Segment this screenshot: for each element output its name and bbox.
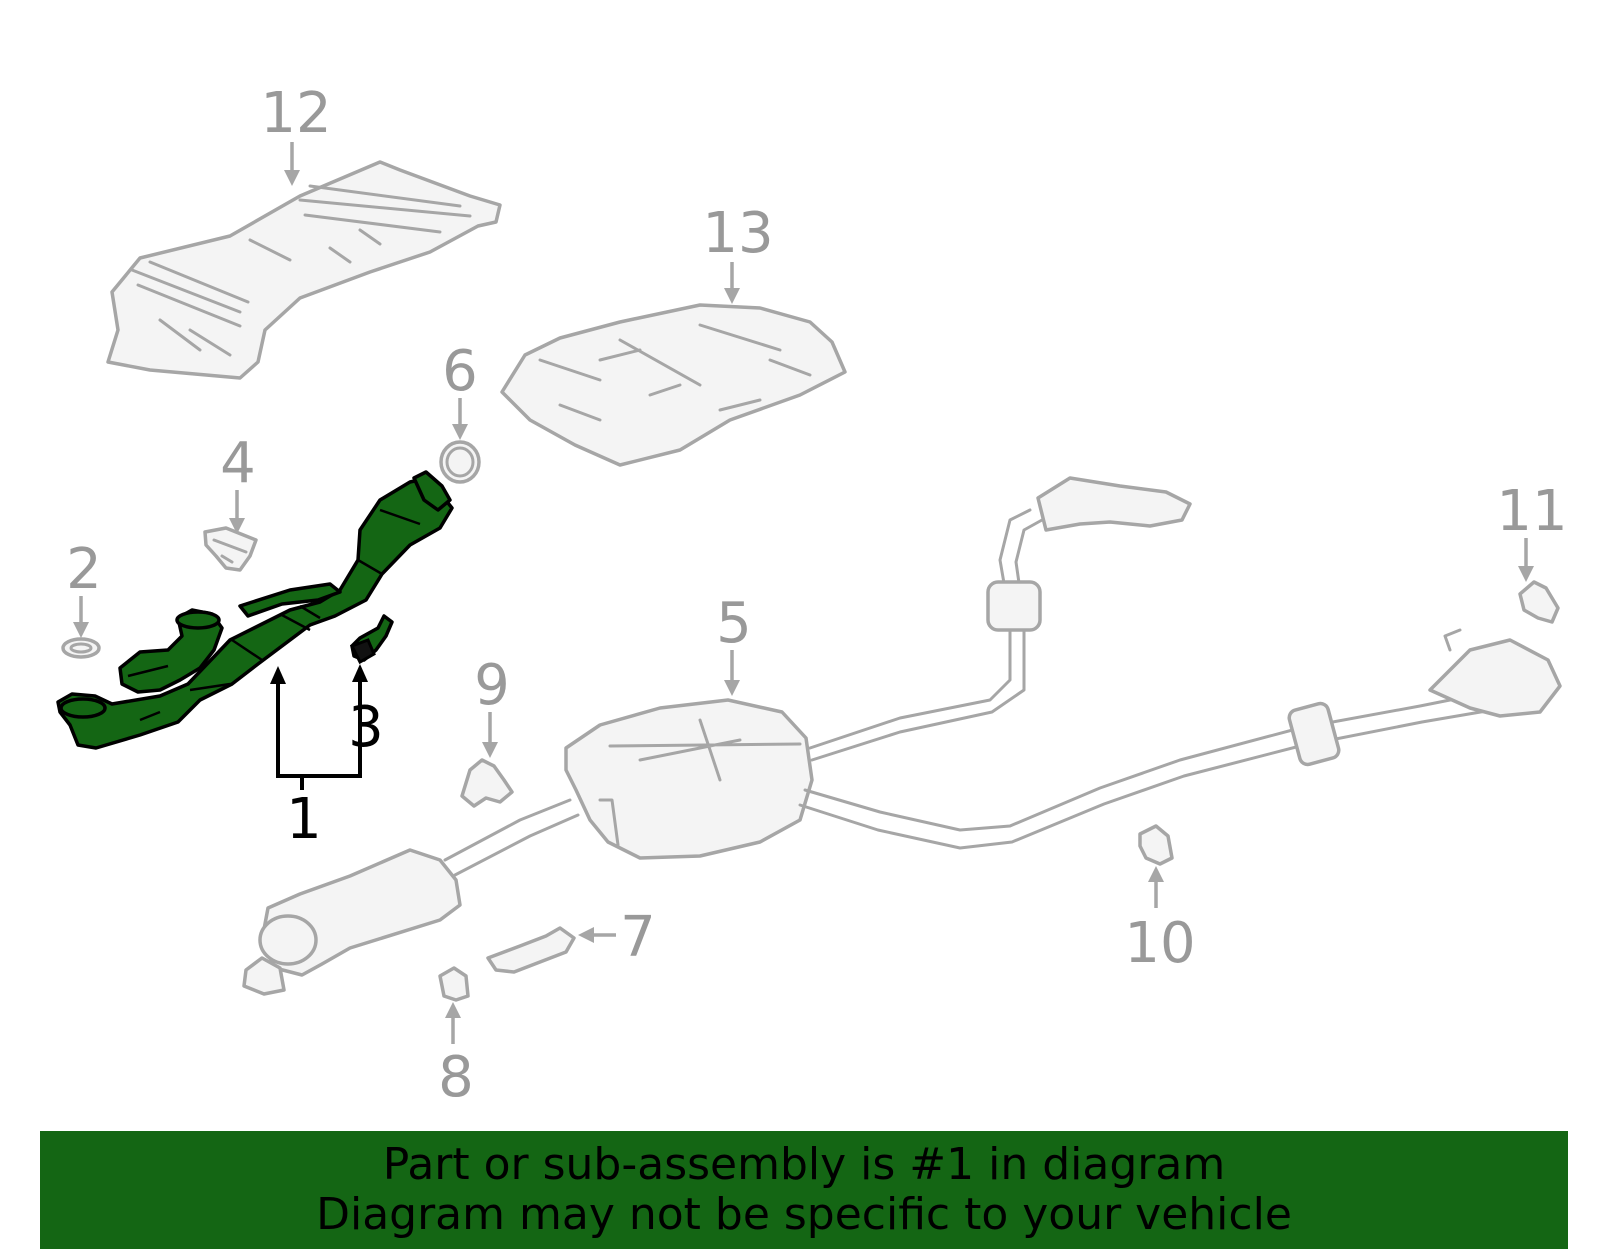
part-4-clip — [203, 526, 258, 572]
callout-labels: 12 13 6 4 2 9 5 11 10 7 8 3 1 — [66, 81, 1567, 1110]
banner-line-1: Part or sub-assembly is #1 in diagram — [382, 1139, 1226, 1190]
callout-9[interactable]: 9 — [474, 653, 510, 718]
info-banner: Part or sub-assembly is #1 in diagram Di… — [40, 1131, 1568, 1249]
part-8-hanger — [438, 966, 470, 1002]
part-3-bolt — [349, 614, 394, 665]
part-13-heat-shield — [500, 303, 847, 467]
part-10-hanger — [1138, 824, 1174, 866]
callout-3[interactable]: 3 — [348, 695, 384, 760]
part-12-heat-shield — [106, 160, 502, 380]
callout-4[interactable]: 4 — [220, 431, 256, 496]
part-6-gasket — [439, 440, 481, 484]
banner-line-2: Diagram may not be specific to your vehi… — [316, 1189, 1292, 1240]
part-2-gasket — [61, 637, 101, 659]
callout-12[interactable]: 12 — [260, 81, 331, 146]
callout-1[interactable]: 1 — [286, 787, 322, 852]
callout-6[interactable]: 6 — [442, 339, 478, 404]
callout-11[interactable]: 11 — [1496, 479, 1567, 544]
callout-10[interactable]: 10 — [1124, 911, 1195, 976]
part-5-exhaust-system — [242, 476, 1562, 996]
callout-8[interactable]: 8 — [438, 1045, 474, 1110]
callout-2[interactable]: 2 — [66, 537, 102, 602]
part-11-hanger — [1518, 580, 1560, 624]
callout-7[interactable]: 7 — [620, 905, 656, 970]
part-7-bracket — [486, 926, 576, 974]
part-9-hanger — [460, 758, 514, 808]
callout-5[interactable]: 5 — [716, 591, 752, 656]
leader-lines — [73, 142, 1534, 1044]
callout-13[interactable]: 13 — [702, 201, 773, 266]
part-1-converter-assembly[interactable] — [56, 470, 454, 750]
